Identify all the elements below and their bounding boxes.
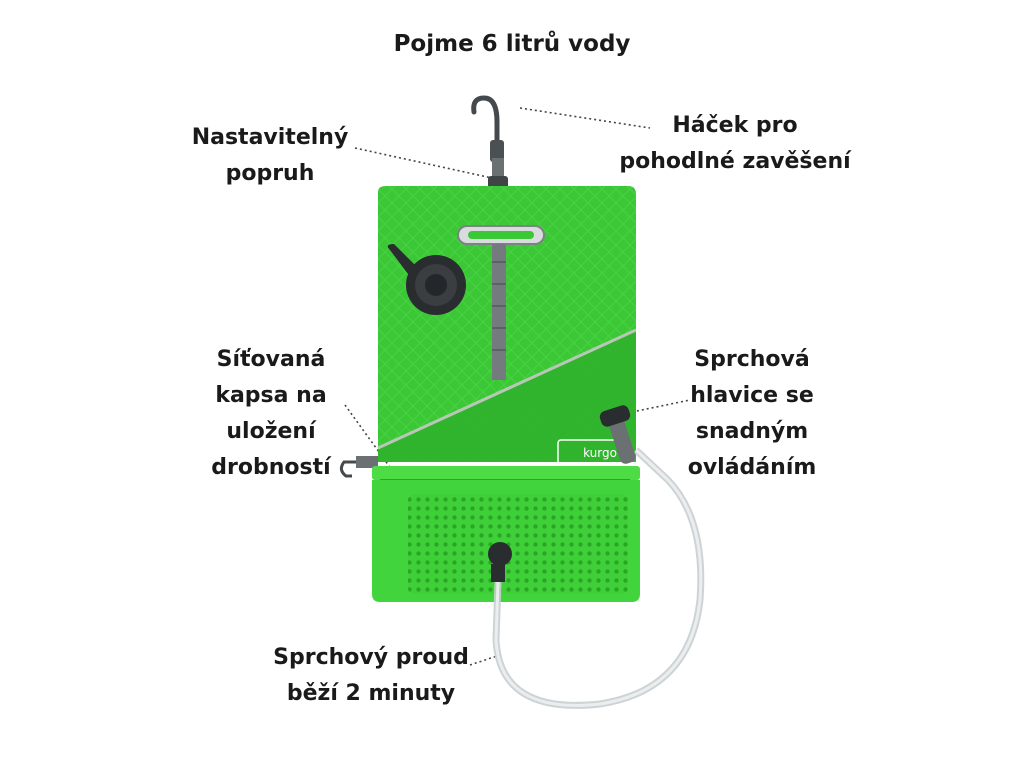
label-line: drobností [211,455,331,480]
callout-strap-line [354,147,493,179]
bag-body [377,186,637,462]
label-line: snadným [695,419,809,444]
label-line: popruh [225,161,315,186]
water-valve [488,542,512,582]
label-line: Háček pro [672,113,798,138]
page-title: Pojme 6 litrů vody [393,31,631,57]
hook [471,95,504,162]
label-line: pohodlné zavěšení [619,149,851,174]
label-hanging-hook: Háček pro pohodlné zavěšení [600,108,870,180]
label-line: Nastavitelný [191,125,349,150]
fill-cap [387,244,466,315]
callout-head-line [631,399,691,413]
label-shower-head: Sprchová hlavice se snadným ovládáním [672,342,832,486]
label-line: běží 2 minuty [286,681,456,706]
side-clip [339,456,378,478]
label-mesh-pocket: Síťovaná kapsa na uložení drobností [196,342,346,486]
bag-strap [492,244,506,380]
label-shower-flow: Sprchový proud běží 2 minuty [256,640,486,712]
label-line: kapsa na [215,383,327,408]
carry-handle [457,225,545,245]
mesh-pocket [372,466,640,602]
label-line: Síťovaná [216,347,326,372]
label-line: Sprchová [694,347,810,372]
callout-hook-line [519,107,651,129]
label-line: Sprchový proud [273,645,469,670]
label-line: uložení [226,419,316,444]
label-adjustable-strap: Nastavitelný popruh [180,120,360,192]
label-line: ovládáním [687,455,817,480]
shower-head [599,405,636,464]
label-line: hlavice se [690,383,814,408]
brand-logo-text: kurgo [583,446,617,460]
